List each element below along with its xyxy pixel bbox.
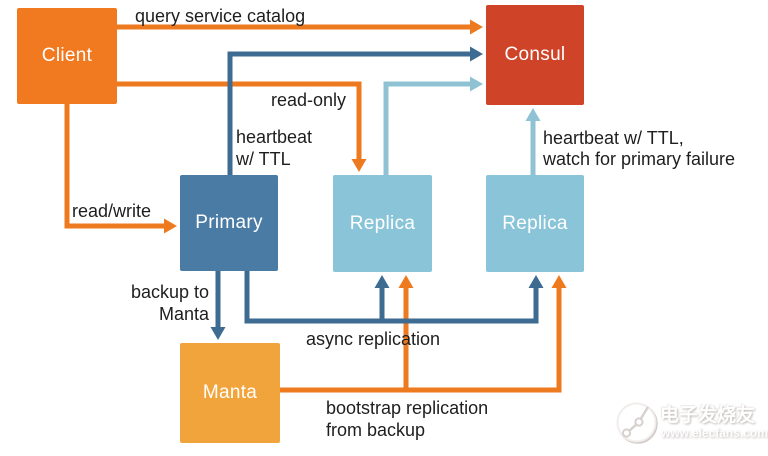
primary-async-replica2-arrow [244, 271, 539, 324]
primary-heartbeat-consul-arrow [227, 51, 473, 175]
node-replica-1-label: Replica [349, 212, 416, 234]
client-read-only-arrow-head [351, 159, 367, 172]
node-primary: Primary [180, 175, 278, 271]
label-bootstrap-line2: from backup [326, 420, 426, 440]
elecfans-logo-icon [616, 402, 658, 444]
label-backup-to-manta: backup to Manta [131, 281, 209, 325]
client-read-write-arrow [64, 104, 167, 229]
label-backup-line2: Manta [158, 304, 209, 324]
node-client-label: Client [41, 45, 93, 66]
client-read-only-arrow [117, 81, 362, 162]
node-consul: Consul [486, 5, 584, 105]
node-replica-2: Replica [486, 175, 584, 272]
manta-bootstrap-replica2-arrow-head [551, 275, 567, 288]
elecfans-watermark: 电子发烧友 www.elecfans.com [612, 398, 768, 450]
label-heartbeat-watch-line2: watch for primary failure [543, 149, 736, 169]
node-client: Client [17, 8, 117, 104]
label-async-replication: async replication [306, 329, 441, 349]
primary-heartbeat-consul-arrow-head [470, 46, 483, 62]
label-bootstrap-replication: bootstrap replication from backup [326, 397, 488, 441]
node-manta: Manta [180, 343, 280, 443]
label-heartbeat-ttl-line1: heartbeat [236, 127, 313, 147]
primary-async-replica1-arrow-head [374, 275, 390, 288]
manta-bootstrap-replica1-arrow-head [398, 275, 414, 288]
primary-async-replica1-arrow [244, 271, 385, 324]
replica1-heartbeat-consul-arrow [383, 81, 473, 175]
primary-backup-manta-arrow-head [210, 327, 226, 340]
node-replica-2-label: Replica [502, 212, 568, 234]
primary-async-replica2-arrow-head [528, 275, 544, 288]
label-heartbeat-watch-failure: heartbeat w/ TTL, watch for primary fail… [543, 128, 735, 170]
node-replica-1: Replica [333, 175, 432, 272]
manta-bootstrap-replica2-arrow [278, 285, 562, 393]
node-consul-label: Consul [504, 44, 566, 65]
label-read-write: read/write [72, 201, 152, 221]
client-read-write-arrow-head [164, 218, 177, 234]
replica1-heartbeat-consul-arrow-head [470, 76, 483, 92]
replica2-heartbeat-consul-arrow-head [525, 108, 541, 121]
label-heartbeat-ttl-line2: w/ TTL [236, 149, 291, 169]
label-bootstrap-line1: bootstrap replication [326, 398, 489, 418]
label-query-service-catalog: query service catalog [135, 6, 306, 26]
elecfans-site-url: www.elecfans.com [661, 426, 768, 440]
node-manta-label: Manta [202, 382, 258, 403]
elecfans-site-name: 电子发烧友 [660, 405, 756, 426]
label-backup-line1: backup to [130, 282, 209, 302]
node-primary-label: Primary [195, 212, 263, 233]
client-query-consul-arrow-head [470, 19, 483, 35]
label-read-only: read-only [271, 90, 347, 110]
label-heartbeat-ttl: heartbeat w/ TTL [236, 126, 312, 170]
label-heartbeat-watch-line1: heartbeat w/ TTL, [543, 128, 684, 148]
